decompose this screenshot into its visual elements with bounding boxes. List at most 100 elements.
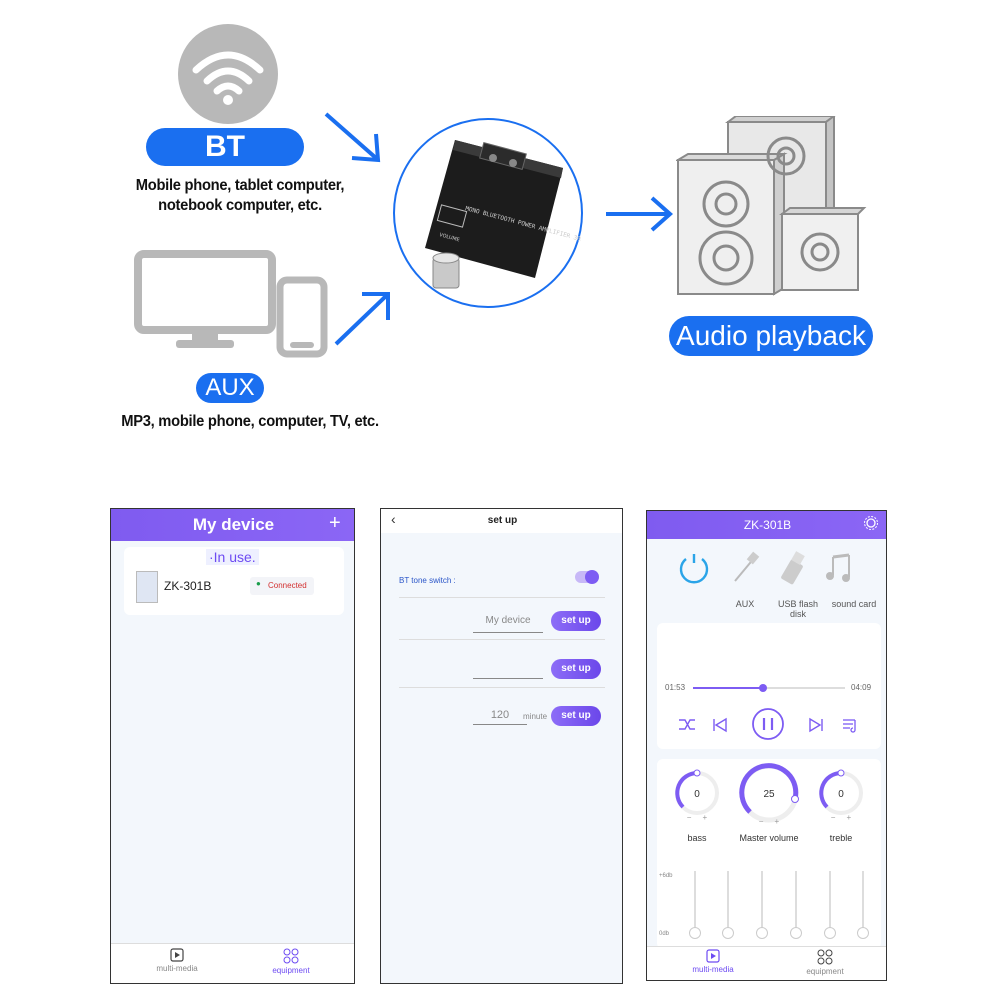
header-bar: My device + [111, 509, 354, 541]
sound-card-icon[interactable] [823, 551, 863, 585]
divider [399, 597, 605, 598]
aux-pill: AUX [196, 373, 264, 403]
header-bar: ‹ set up [381, 509, 622, 533]
eq-slider-5[interactable] [829, 871, 831, 937]
next-icon[interactable] [807, 717, 825, 733]
minutes-field[interactable]: 120 [473, 709, 527, 725]
source-label-usb: USB flash disk [777, 599, 819, 619]
arrow-right-icon [606, 196, 674, 232]
master-volume-value: 25 [763, 789, 775, 800]
arrow-up-right-icon [334, 292, 390, 346]
divider [399, 687, 605, 688]
gear-icon[interactable] [863, 515, 879, 531]
nav-multimedia[interactable]: multi-media [673, 949, 753, 974]
device-thumbnail-icon [136, 571, 158, 603]
device-name: ZK-301B [164, 579, 212, 593]
audio-playback-pill: Audio playback [669, 316, 873, 356]
source-label-aux: AUX [735, 599, 755, 609]
nav-equipment[interactable]: equipment [251, 948, 331, 975]
treble-label: treble [829, 833, 853, 843]
bt-caption-line2: notebook computer, etc. [158, 197, 322, 214]
eq-slider-4[interactable] [795, 871, 797, 937]
wifi-circle [178, 24, 278, 124]
player-card: 01:53 04:09 [657, 623, 881, 749]
master-volume-label: Master volume [739, 833, 799, 843]
play-icon [706, 949, 720, 963]
arrow-down-right-icon [324, 112, 381, 163]
bottom-nav: multi-media equipment [647, 946, 886, 980]
volume-minus-plus[interactable]: − + [758, 817, 780, 826]
time-elapsed: 01:53 [665, 683, 686, 692]
amplifier-board-circle: MONO BLUETOOTH POWER AMPLIFIER 30W VOLUM… [393, 118, 585, 308]
grid-icon [283, 948, 299, 964]
screen-player: ZK-301B AUX USB flash disk sound card 01… [646, 510, 887, 981]
time-total: 04:09 [851, 683, 872, 692]
grid-icon [817, 949, 833, 965]
eq-handle-5[interactable] [824, 927, 836, 939]
back-icon[interactable]: ‹ [391, 511, 396, 527]
nav-multimedia[interactable]: multi-media [137, 948, 217, 973]
board-volume-text: VOLUME [438, 232, 460, 243]
playlist-icon[interactable] [841, 717, 859, 733]
device-name-field[interactable]: My device [473, 615, 543, 633]
bass-value: 0 [694, 789, 700, 800]
set-up-button-2[interactable]: set up [551, 659, 601, 679]
eq-slider-1[interactable] [694, 871, 696, 937]
eq-top-label: +6db [659, 873, 673, 879]
progress-thumb[interactable] [758, 684, 767, 692]
bottom-nav: multi-media equipment [111, 943, 354, 983]
shuffle-icon[interactable] [677, 717, 697, 733]
master-volume-knob[interactable] [737, 761, 801, 825]
pause-icon[interactable] [751, 707, 785, 741]
eq-handle-4[interactable] [790, 927, 802, 939]
eq-bottom-label: 0db [659, 931, 670, 937]
eq-slider-3[interactable] [761, 871, 763, 937]
screen-my-device: My device + ·In use. ZK-301B ● Connected… [110, 508, 355, 984]
page-title: set up [487, 515, 518, 526]
eq-slider-2[interactable] [727, 871, 729, 937]
bass-knob[interactable] [673, 769, 721, 817]
nav-equipment[interactable]: equipment [785, 949, 865, 976]
play-icon [170, 948, 184, 962]
monitor-phone-icon [134, 250, 328, 358]
nav-equipment-label: equipment [806, 967, 844, 976]
equalizer-card: 0 − + bass 25 − + Master volume 0 − + tr… [657, 759, 881, 949]
previous-icon[interactable] [711, 717, 729, 733]
bass-minus-plus[interactable]: − + [686, 813, 708, 822]
set-up-button-3[interactable]: set up [551, 706, 601, 726]
eq-handle-3[interactable] [756, 927, 768, 939]
bass-label: bass [687, 833, 707, 843]
page-title: My device [192, 515, 275, 534]
bt-tone-toggle[interactable] [575, 570, 599, 584]
divider [399, 639, 605, 640]
progress-fill [693, 687, 763, 689]
status-badge: ● Connected [250, 577, 314, 595]
eq-handle-1[interactable] [689, 927, 701, 939]
bluetooth-source-icon[interactable] [677, 551, 711, 585]
treble-minus-plus[interactable]: − + [830, 813, 852, 822]
nav-multimedia-label: multi-media [156, 964, 198, 973]
bt-caption-line1: Mobile phone, tablet computer, [135, 177, 345, 194]
usb-flash-icon[interactable] [781, 551, 811, 585]
eq-handle-2[interactable] [722, 927, 734, 939]
treble-value: 0 [838, 789, 844, 800]
bt-tone-label: BT tone switch : [399, 576, 456, 585]
eq-slider-6[interactable] [862, 871, 864, 937]
progress-track[interactable] [693, 684, 845, 692]
aux-caption: MP3, mobile phone, computer, TV, etc. [121, 413, 379, 430]
device-card[interactable]: ·In use. ZK-301B ● Connected [124, 547, 344, 615]
plus-icon[interactable]: + [329, 512, 341, 534]
in-use-label: ·In use. [206, 549, 259, 565]
nav-multimedia-label: multi-media [692, 965, 734, 974]
treble-knob[interactable] [817, 769, 865, 817]
password-field[interactable] [473, 661, 543, 679]
screen-set-up: ‹ set up BT tone switch : My device set … [380, 508, 623, 984]
source-label-sound-card: sound card [831, 599, 877, 609]
amplifier-board-image: MONO BLUETOOTH POWER AMPLIFIER 30W VOLUM… [425, 140, 585, 289]
bt-pill: BT [146, 128, 304, 166]
set-up-button-1[interactable]: set up [551, 611, 601, 631]
eq-handle-6[interactable] [857, 927, 869, 939]
aux-source-icon[interactable] [731, 551, 761, 585]
status-text: Connected [268, 581, 307, 590]
header-bar: ZK-301B [647, 511, 886, 539]
